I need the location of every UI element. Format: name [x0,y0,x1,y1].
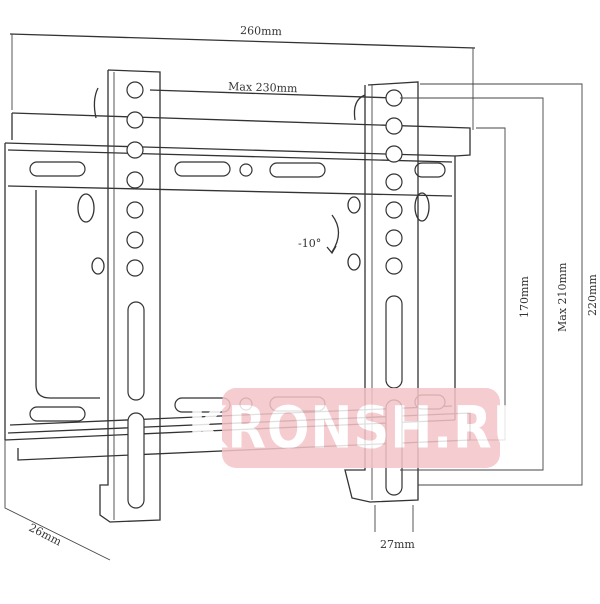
label-overall-width: 260mm [240,24,283,38]
left-mounting-arm [77,69,161,523]
dimension-overall-width [9,33,476,130]
dimension-max-width [149,89,396,99]
watermark: KRONSH.RU [188,388,533,468]
label-max-vertical: Max 210mm [556,262,569,332]
right-mounting-arm [344,81,430,532]
label-overall-height: 220mm [586,274,599,316]
label-arm-thickness: 27mm [380,538,415,551]
label-max-width: Max 230mm [228,80,298,95]
label-depth: 26mm [27,521,64,549]
label-min-vertical: 170mm [518,276,531,318]
watermark-text: KRONSH.RU [187,394,535,462]
label-tilt-angle: -10° [298,237,321,250]
